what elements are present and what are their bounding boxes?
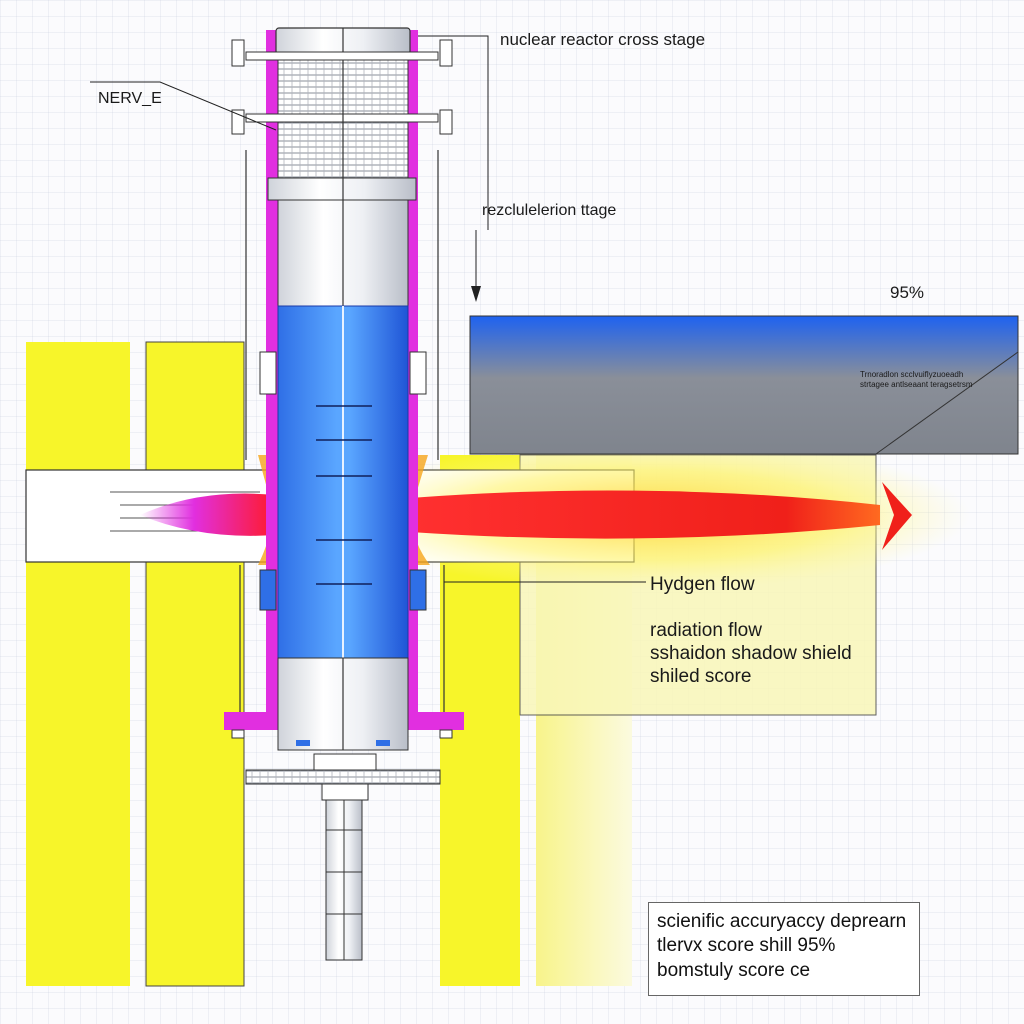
engine-name-label: NERV_E bbox=[98, 90, 162, 107]
panel-small-text-1: Trnoradlon scclvuiflyzuoeadh bbox=[860, 370, 964, 379]
exhaust-arrowhead bbox=[882, 482, 912, 550]
shield-score-label: shiled score bbox=[650, 666, 752, 687]
shield-slab-left-inner bbox=[145, 341, 245, 987]
exhaust-plume bbox=[410, 490, 880, 539]
stage-arrow bbox=[471, 286, 481, 302]
score-box: scienific accuryaccy deprearn tlervx sco… bbox=[648, 902, 920, 996]
casing-lines bbox=[239, 150, 445, 712]
score-box-line-1: scienific accuryaccy deprearn bbox=[657, 911, 907, 932]
radiation-flow-label: radiation flow bbox=[650, 620, 762, 641]
panel-small-text-2: strtagee antlseaant teragsetrsm bbox=[860, 380, 973, 389]
hydrogen-flow-label: Hydgen flow bbox=[650, 574, 755, 595]
reactor-head bbox=[231, 27, 453, 201]
reactor-title-label: nuclear reactor cross stage bbox=[500, 30, 706, 49]
core-brackets bbox=[259, 351, 427, 611]
reactor-core bbox=[277, 305, 409, 659]
left-hydrogen-jet bbox=[140, 493, 275, 536]
nozzle-shaft bbox=[325, 799, 363, 961]
score-box-line-3: bomstuly score ce bbox=[657, 960, 811, 981]
shield-slab-left-outer bbox=[26, 342, 130, 986]
reactor-base bbox=[231, 657, 453, 801]
stage-panel bbox=[469, 315, 1019, 455]
stage-label: rezclulelerion ttage bbox=[482, 202, 617, 219]
shadow-shield-label: sshaidon shadow shield bbox=[650, 643, 852, 664]
percent-label: 95% bbox=[890, 283, 925, 302]
score-box-line-2: tlervx score shill 95% bbox=[657, 935, 836, 956]
